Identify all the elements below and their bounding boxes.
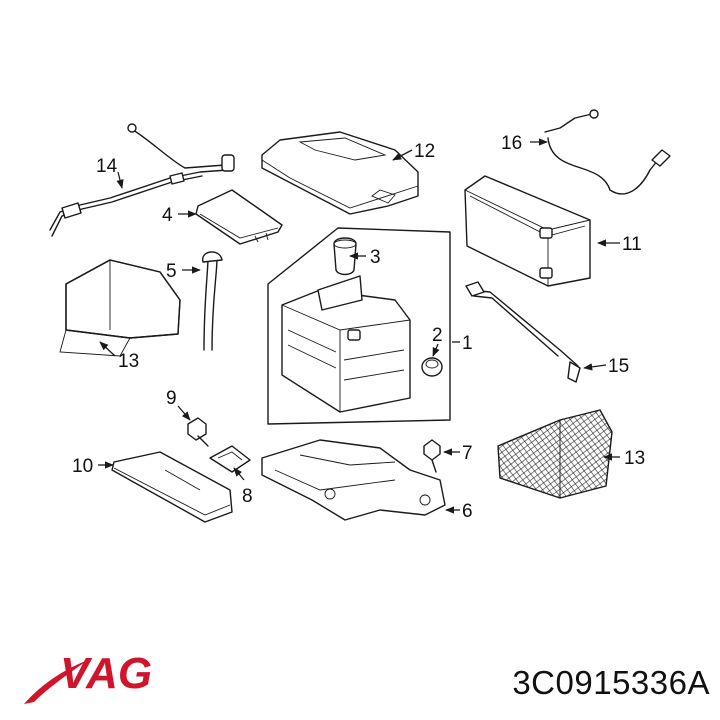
vag-logo: VAG bbox=[24, 649, 152, 704]
callout-12: 12 bbox=[414, 141, 435, 162]
part-number: 3C0915336A bbox=[512, 664, 710, 701]
part-15-ground-strap bbox=[465, 281, 581, 383]
callout-4: 4 bbox=[162, 205, 173, 226]
part-1-battery bbox=[281, 275, 411, 413]
part-16-cable bbox=[544, 109, 671, 195]
callout-3: 3 bbox=[370, 247, 381, 268]
part-13-heat-shield-right bbox=[497, 409, 613, 499]
part-10-bracket bbox=[111, 451, 233, 523]
part-8-clip bbox=[209, 445, 251, 473]
callout-7: 7 bbox=[462, 443, 473, 464]
callout-9: 9 bbox=[166, 388, 177, 409]
part-12-battery-cover bbox=[261, 131, 419, 215]
part-14-cable-harness bbox=[49, 123, 235, 237]
battery-group-frame bbox=[267, 227, 451, 425]
part-9-bolt bbox=[187, 417, 209, 447]
part-3-terminal-cap bbox=[333, 237, 357, 276]
callout-labels: 14 12 16 11 4 5 3 2 1 15 13 9 10 8 7 6 1… bbox=[72, 133, 645, 522]
part-7-bolt bbox=[423, 439, 441, 473]
callout-8: 8 bbox=[242, 486, 253, 507]
part-2-plug bbox=[421, 357, 443, 377]
callout-13-right: 13 bbox=[624, 448, 645, 469]
callout-13-left: 13 bbox=[118, 351, 139, 372]
callout-15: 15 bbox=[608, 356, 629, 377]
vag-logo-text: VAG bbox=[60, 649, 152, 698]
part-6-battery-tray bbox=[261, 439, 446, 521]
callout-6: 6 bbox=[462, 501, 473, 522]
part-13-heat-shield-left bbox=[59, 259, 181, 357]
callout-1: 1 bbox=[462, 333, 473, 354]
part-5-vent-tube bbox=[202, 251, 223, 351]
callout-16: 16 bbox=[501, 133, 522, 154]
callout-2: 2 bbox=[432, 325, 443, 346]
callout-10: 10 bbox=[72, 456, 93, 477]
vag-logo-swoosh bbox=[24, 660, 88, 704]
callout-11: 11 bbox=[622, 234, 642, 255]
part-11-battery bbox=[464, 175, 591, 287]
leader-lines bbox=[98, 138, 620, 514]
callout-5: 5 bbox=[166, 261, 177, 282]
part-4-fuse-holder bbox=[195, 189, 283, 245]
callout-14: 14 bbox=[96, 156, 118, 177]
